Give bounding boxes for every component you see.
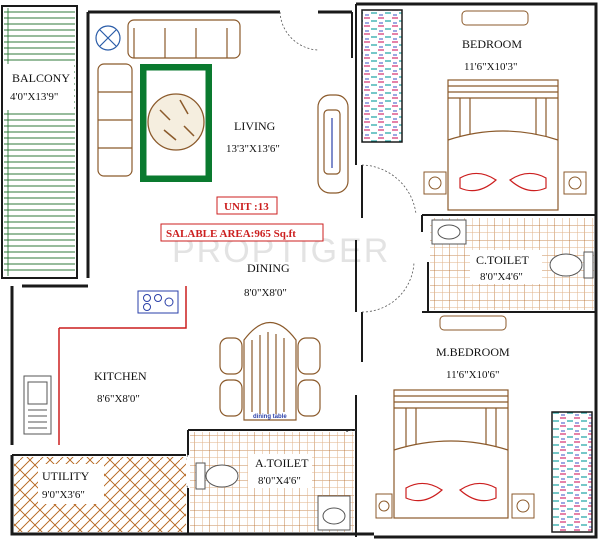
unit-tag: UNIT :13 <box>224 201 269 213</box>
saleable-area-box <box>160 223 324 242</box>
balcony-name: BALCONY <box>12 71 70 85</box>
dining-name: DINING <box>247 261 290 275</box>
kitchen-counter <box>59 286 187 329</box>
living-dims: 13'3"X13'6" <box>226 143 280 155</box>
kitchen-dims: 8'6"X8'0" <box>97 393 140 405</box>
c-toilet-wc-icon <box>549 251 594 279</box>
m-bedroom-side-table-right <box>511 493 535 519</box>
utility-name: UTILITY <box>42 469 90 483</box>
a-toilet-name: A.TOILET <box>255 456 309 470</box>
tv-unit <box>317 94 349 194</box>
bedroom: BEDROOM 11'6"X10'3" <box>361 9 587 211</box>
bedroom-bed <box>447 79 559 211</box>
m-bedroom-dims: 11'6"X10'6" <box>446 369 499 381</box>
living-rug <box>140 64 212 182</box>
dining-table <box>219 322 321 421</box>
sofa-set <box>97 19 241 177</box>
balcony-dims: 4'0"X13'9" <box>10 91 58 103</box>
m-bedroom-side-table-left <box>375 493 393 519</box>
a-toilet: A.TOILET 8'0"X4'6" <box>190 432 354 532</box>
utility-dims: 9'0"X3'6" <box>42 489 85 501</box>
dining-dims: 8'0"X8'0" <box>244 287 287 299</box>
bedroom-side-table-left <box>423 171 447 195</box>
c-toilet: C.TOILET 8'0"X4'6" <box>430 218 594 310</box>
kitchen-sink-icon <box>23 375 52 435</box>
dining-table-label: dining table <box>253 414 287 420</box>
c-toilet-basin-icon <box>431 219 467 245</box>
kitchen-name: KITCHEN <box>94 369 147 383</box>
bedroom-pillow <box>461 10 529 26</box>
saleable-area: SALABLE AREA:965 Sq.ft <box>166 228 296 240</box>
m-bedroom-name: M.BEDROOM <box>436 345 510 359</box>
bedroom-dims: 11'6"X10'3" <box>464 61 517 73</box>
bedroom-side-table-right <box>563 171 587 195</box>
fan-icon <box>95 25 121 51</box>
m-bedroom-wardrobe <box>551 411 593 533</box>
a-toilet-basin-icon <box>317 495 351 531</box>
c-toilet-dims: 8'0"X4'6" <box>480 271 523 283</box>
c-toilet-name: C.TOILET <box>476 253 529 267</box>
m-bedroom-pillow <box>439 315 507 331</box>
a-toilet-dims: 8'0"X4'6" <box>258 475 301 487</box>
bedroom-name: BEDROOM <box>462 37 522 51</box>
balcony: BALCONY 4'0"X13'9" <box>1 5 78 279</box>
m-bedroom-bed <box>393 389 509 519</box>
m-bedroom: M.BEDROOM 11'6"X10'6" <box>375 315 593 533</box>
living-name: LIVING <box>234 119 276 133</box>
a-toilet-wc-icon <box>195 462 239 490</box>
unit-tag-box <box>216 196 278 215</box>
stove-icon <box>137 290 179 314</box>
interior-walls <box>12 4 596 537</box>
utility: UTILITY 9'0"X3'6" <box>14 457 186 532</box>
outer-walls <box>10 2 598 539</box>
